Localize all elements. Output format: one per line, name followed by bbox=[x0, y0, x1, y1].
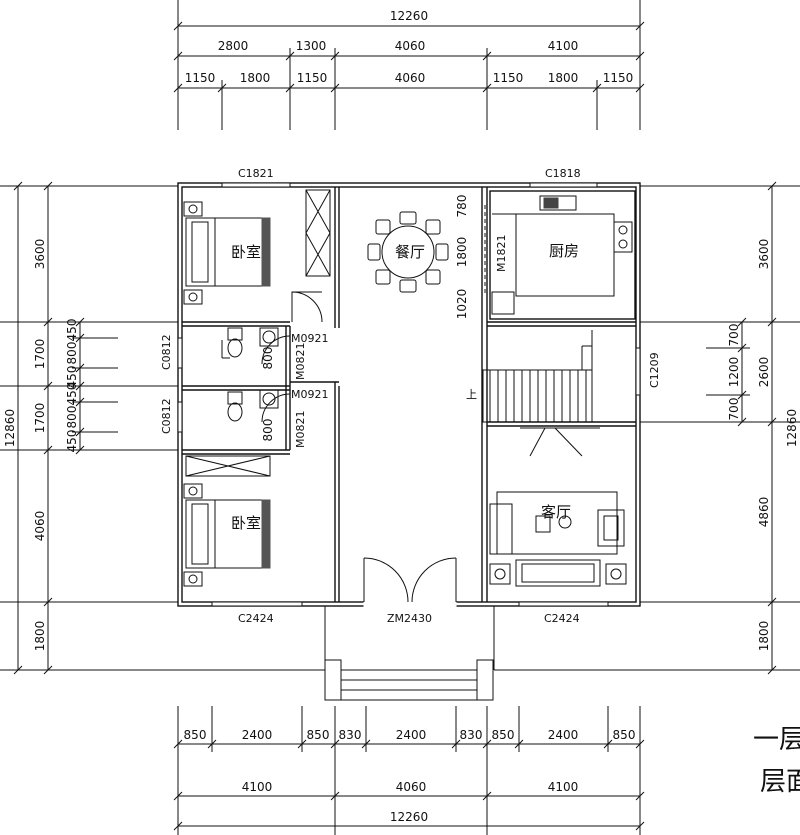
inner-dimension-texts: 780 1800 1020 800 800 bbox=[261, 195, 469, 442]
plan-caption: 一层 层面 bbox=[753, 725, 800, 797]
label-m0821-b: M0821 bbox=[294, 411, 307, 449]
label-c1821: C1821 bbox=[238, 167, 274, 180]
bath-dim-2: 800 bbox=[261, 419, 275, 442]
left-dim-5: 1800 bbox=[33, 621, 47, 652]
opening-labels: C1821 C1818 C2424 C2424 ZM2430 M0921 M09… bbox=[160, 167, 661, 625]
top-dimension-texts: 12260 2800 1300 4060 4100 1150 1800 1150… bbox=[185, 9, 634, 85]
top-dim-1: 2800 bbox=[218, 39, 249, 53]
bedroom-bottom-furniture bbox=[183, 455, 271, 587]
right-small-1: 700 bbox=[727, 324, 741, 347]
right-total-dim: 12860 bbox=[785, 409, 799, 447]
top-total-dim: 12260 bbox=[390, 9, 428, 23]
top-dim-4: 4100 bbox=[548, 39, 579, 53]
bottom-detail-7: 850 bbox=[492, 728, 515, 742]
right-dim-1: 3600 bbox=[757, 239, 771, 270]
bottom-detail-3: 850 bbox=[307, 728, 330, 742]
right-dim-3: 4860 bbox=[757, 497, 771, 528]
left-small-6: 450 bbox=[65, 430, 79, 453]
bedroom-top-furniture bbox=[183, 189, 331, 305]
bottom-detail-2: 2400 bbox=[242, 728, 273, 742]
porch bbox=[324, 606, 495, 701]
left-small-5: 800 bbox=[65, 406, 79, 429]
left-dim-3: 1700 bbox=[33, 403, 47, 434]
dining-table-group bbox=[367, 211, 449, 293]
top-detail-4: 4060 bbox=[395, 71, 426, 85]
label-c1209: C1209 bbox=[648, 352, 661, 388]
label-zm2430: ZM2430 bbox=[387, 612, 432, 625]
right-dimension-lines bbox=[494, 181, 800, 675]
dining-dim-3: 1020 bbox=[455, 289, 469, 320]
left-dim-2: 1700 bbox=[33, 339, 47, 370]
caption-line-2: 层面 bbox=[760, 767, 800, 797]
label-stair-up: 上 bbox=[466, 388, 477, 401]
left-small-4: 450 bbox=[65, 383, 79, 406]
bottom-dim-3: 4100 bbox=[548, 780, 579, 794]
room-bedroom-top: 卧室 bbox=[231, 243, 261, 261]
bottom-detail-9: 850 bbox=[613, 728, 636, 742]
label-c0812-a: C0812 bbox=[160, 334, 173, 370]
staircase bbox=[482, 330, 600, 457]
left-dim-4: 4060 bbox=[33, 511, 47, 542]
label-m1821: M1821 bbox=[495, 235, 508, 273]
label-c2424-right: C2424 bbox=[544, 612, 580, 625]
top-detail-7: 1150 bbox=[603, 71, 634, 85]
left-small-1: 450 bbox=[65, 319, 79, 342]
label-m0921-b: M0921 bbox=[291, 388, 329, 401]
room-kitchen: 厨房 bbox=[549, 242, 579, 260]
left-dim-1: 3600 bbox=[33, 239, 47, 270]
label-m0821-a: M0821 bbox=[294, 343, 307, 381]
left-dimension-lines bbox=[0, 181, 325, 675]
top-dimension-lines bbox=[173, 0, 645, 130]
bottom-detail-6: 830 bbox=[460, 728, 483, 742]
main-door bbox=[363, 557, 457, 610]
room-bedroom-bottom: 卧室 bbox=[231, 514, 261, 532]
bottom-dim-1: 4100 bbox=[242, 780, 273, 794]
bottom-detail-1: 850 bbox=[184, 728, 207, 742]
label-c0812-b: C0812 bbox=[160, 398, 173, 434]
label-c2424-left: C2424 bbox=[238, 612, 274, 625]
bathroom-fixtures bbox=[221, 327, 279, 422]
living-room-furniture bbox=[489, 491, 627, 587]
top-dim-3: 4060 bbox=[395, 39, 426, 53]
bottom-detail-8: 2400 bbox=[548, 728, 579, 742]
left-dimension-texts: 12860 3600 1700 1700 4060 1800 450 800 4… bbox=[3, 239, 79, 652]
right-dim-2: 2600 bbox=[757, 357, 771, 388]
bottom-dimension-lines bbox=[173, 706, 645, 835]
label-c1818: C1818 bbox=[545, 167, 581, 180]
dining-dim-1: 780 bbox=[455, 195, 469, 218]
dining-dim-2: 1800 bbox=[455, 237, 469, 268]
interior-doors bbox=[261, 205, 486, 423]
right-dimension-texts: 12860 3600 2600 4860 1800 700 1200 700 bbox=[727, 239, 799, 652]
room-dining: 餐厅 bbox=[395, 243, 425, 261]
bottom-dim-2: 4060 bbox=[396, 780, 427, 794]
right-dim-4: 1800 bbox=[757, 621, 771, 652]
label-m0921-a: M0921 bbox=[291, 332, 329, 345]
bottom-detail-5: 2400 bbox=[396, 728, 427, 742]
bottom-detail-4: 830 bbox=[339, 728, 362, 742]
room-names: 卧室 卧室 餐厅 厨房 客厅 bbox=[231, 242, 579, 532]
top-detail-1: 1150 bbox=[185, 71, 216, 85]
top-detail-3: 1150 bbox=[297, 71, 328, 85]
right-small-2: 1200 bbox=[727, 357, 741, 388]
caption-line-1: 一层 bbox=[753, 725, 800, 755]
top-detail-5: 1150 bbox=[493, 71, 524, 85]
left-small-2: 800 bbox=[65, 342, 79, 365]
left-total-dim: 12860 bbox=[3, 409, 17, 447]
bottom-dimension-texts: 850 2400 850 830 2400 830 850 2400 850 4… bbox=[184, 728, 636, 824]
windows bbox=[177, 182, 641, 607]
kitchen-fittings bbox=[491, 195, 633, 315]
room-living: 客厅 bbox=[541, 503, 571, 521]
left-small-3: 450 bbox=[65, 366, 79, 389]
top-dim-2: 1300 bbox=[296, 39, 327, 53]
top-detail-6: 1800 bbox=[548, 71, 579, 85]
top-detail-2: 1800 bbox=[240, 71, 271, 85]
bath-dim-1: 800 bbox=[261, 347, 275, 370]
bottom-total-dim: 12260 bbox=[390, 810, 428, 824]
right-small-3: 700 bbox=[727, 398, 741, 421]
